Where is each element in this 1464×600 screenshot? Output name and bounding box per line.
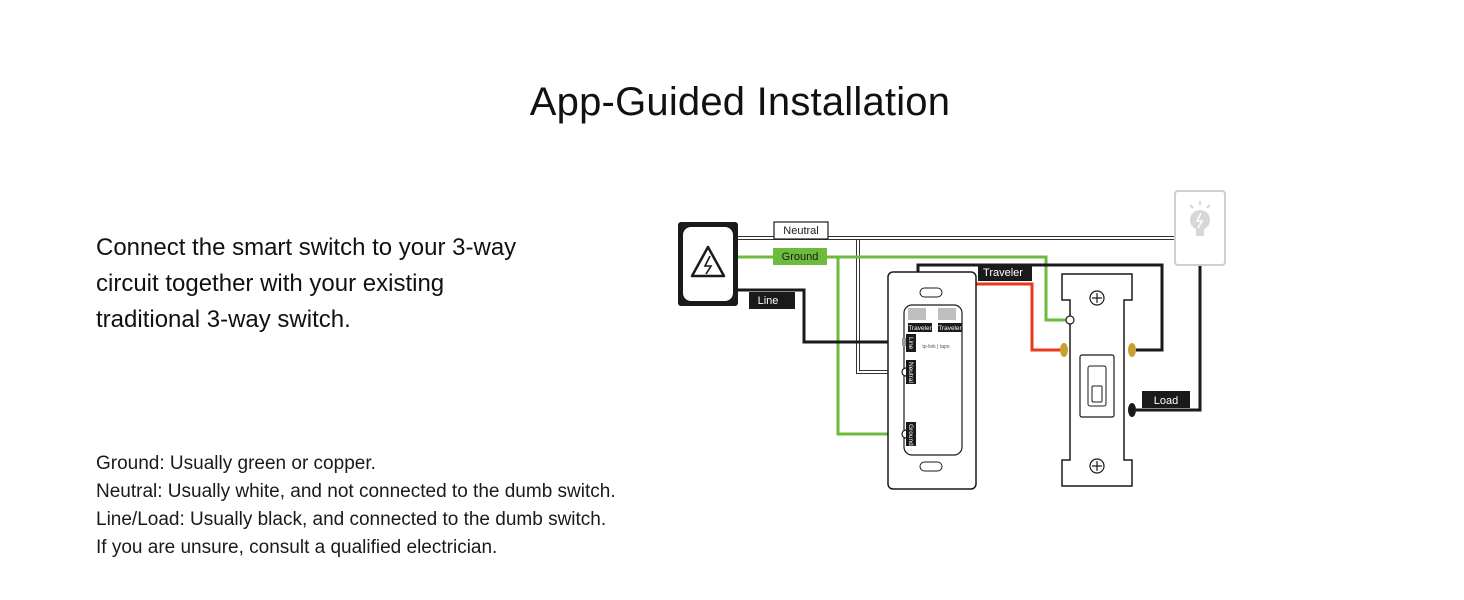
line-wire	[738, 288, 906, 344]
brand-label: tp-link | tapo	[922, 344, 949, 350]
label-load: Load	[1142, 391, 1190, 408]
svg-text:Line: Line	[758, 295, 779, 307]
svg-text:Load: Load	[1154, 395, 1178, 407]
svg-text:Neutral: Neutral	[907, 362, 914, 384]
power-source	[678, 222, 738, 306]
svg-text:Neutral: Neutral	[783, 225, 818, 237]
light-bulb-icon	[1174, 190, 1226, 266]
terminal-label-traveler-1: Traveler	[908, 323, 933, 332]
page-title: App-Guided Installation	[529, 80, 951, 124]
svg-text:Ground: Ground	[782, 251, 819, 263]
smart-switch	[887, 271, 977, 490]
load-wire	[1136, 240, 1202, 412]
svg-text:Ground: Ground	[907, 424, 914, 446]
terminal-label-neutral: Neutral	[906, 360, 916, 384]
label-traveler: Traveler	[978, 264, 1032, 281]
note-neutral: Neutral: Usually white, and not connecte…	[96, 481, 616, 502]
note-line-load: Line/Load: Usually black, and connected …	[96, 509, 607, 530]
terminal-label-line: Line	[906, 334, 916, 352]
traditional-switch	[1060, 273, 1136, 487]
intro-line: Connect the smart switch to your 3-way	[96, 234, 517, 261]
svg-text:Line: Line	[907, 337, 914, 350]
terminal-label-traveler-2: Traveler	[938, 323, 963, 332]
label-neutral: Neutral	[773, 221, 829, 240]
terminal-label-ground: Ground	[906, 422, 916, 446]
label-line: Line	[749, 292, 795, 309]
intro-text: Connect the smart switch to your 3-way c…	[96, 230, 616, 338]
label-ground: Ground	[773, 248, 827, 265]
intro-line: traditional 3-way switch.	[96, 306, 351, 333]
note-ground: Ground: Usually green or copper.	[96, 453, 376, 474]
wire-notes: Ground: Usually green or copper. Neutral…	[96, 450, 716, 562]
note-electrician: If you are unsure, consult a qualified e…	[96, 537, 498, 558]
svg-text:Traveler: Traveler	[908, 325, 932, 332]
svg-text:Traveler: Traveler	[983, 267, 1023, 279]
intro-line: circuit together with your existing	[96, 270, 445, 297]
svg-text:Traveler: Traveler	[938, 325, 962, 332]
ground-wire	[738, 255, 1068, 436]
